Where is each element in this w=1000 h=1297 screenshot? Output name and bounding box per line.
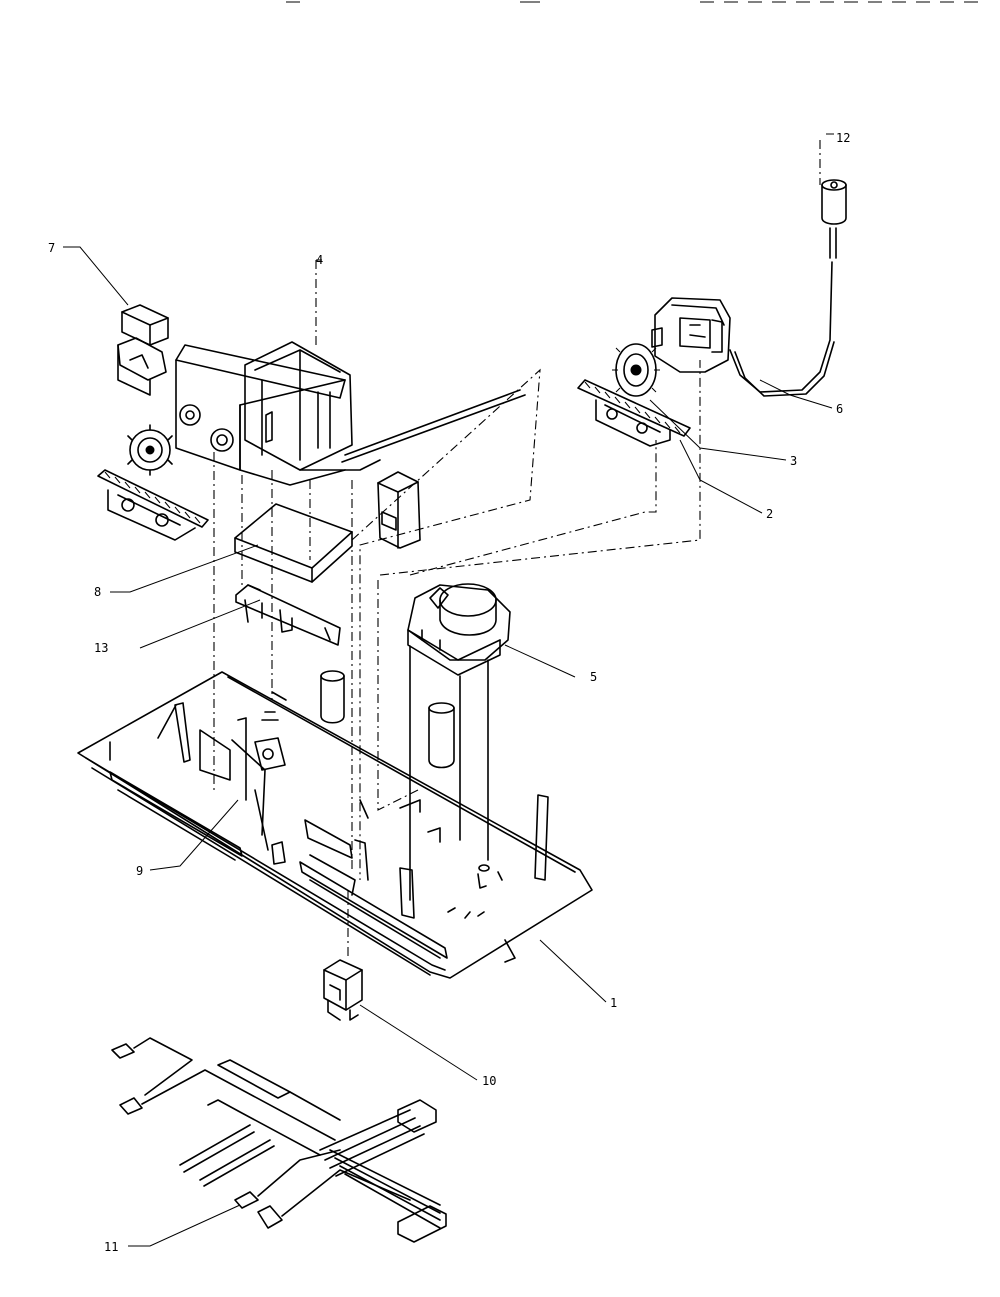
part-4-wire: [341, 389, 526, 463]
part-5-motor-assembly: [407, 583, 511, 901]
left-gear: [127, 424, 173, 476]
callout-8: 8: [94, 585, 101, 599]
part-6-control: [651, 261, 835, 397]
center-cap: [377, 471, 421, 549]
callout-1: 1: [610, 996, 617, 1010]
part-3-gear: [612, 343, 660, 397]
part-10-switch: [323, 959, 363, 1021]
left-rack: [97, 469, 209, 541]
callout-7: 7: [48, 241, 55, 255]
part-7-cap: [117, 304, 169, 396]
callout-9: 9: [136, 864, 143, 878]
callout-2: 2: [766, 507, 773, 521]
part-4-motor-housing: [175, 341, 381, 486]
callout-4: 4: [316, 253, 323, 267]
callout-6: 6: [836, 402, 843, 416]
callout-11: 11: [104, 1240, 118, 1254]
part-1-base-pan: [77, 671, 593, 979]
callouts: 1 2 3 4 5 6 7 8 9 10 11 12 13: [48, 131, 850, 1254]
callout-3: 3: [790, 454, 797, 468]
assembly-guide-lines: [213, 140, 821, 960]
support-cylinders: [320, 670, 455, 769]
callout-12: 12: [836, 131, 850, 145]
part-2-rack: [577, 379, 691, 447]
leader-lines: [63, 133, 834, 1247]
callout-13: 13: [94, 641, 108, 655]
part-8-plate: [234, 503, 353, 583]
callout-5: 5: [590, 670, 597, 684]
part-12-sensor: [821, 179, 847, 259]
part-11-wire-harness: [111, 1037, 447, 1243]
part-9-bracket: [254, 711, 286, 771]
part-13-bracket: [235, 584, 341, 646]
callout-10: 10: [482, 1074, 496, 1088]
